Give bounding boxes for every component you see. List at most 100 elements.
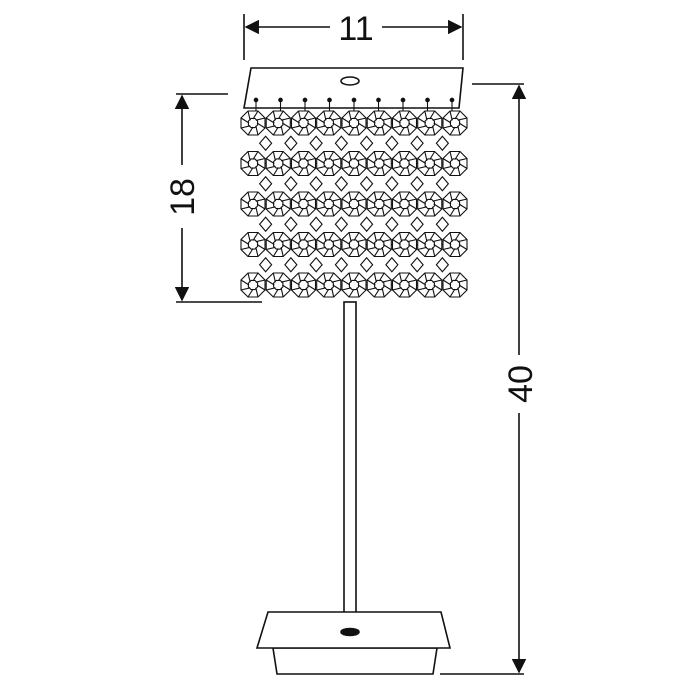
crystal-bead: [442, 272, 468, 298]
chain-link: [284, 256, 298, 273]
chain-link: [258, 216, 273, 233]
crystal-bead: [417, 272, 443, 298]
chain-link: [284, 175, 298, 192]
rod-bead: [302, 97, 308, 103]
base-lower-block: [272, 647, 438, 675]
crystal-bead: [265, 231, 291, 258]
chain-link: [309, 175, 323, 192]
rod-bead: [278, 97, 283, 103]
crystal-bead: [366, 150, 392, 177]
crystal-bead: [316, 110, 342, 136]
chain-link: [410, 216, 424, 233]
lamp-base: [255, 611, 452, 675]
crystal-bead: [316, 191, 342, 217]
chain-link: [309, 256, 323, 273]
chain-link: [410, 135, 424, 152]
chain-link: [435, 135, 450, 152]
chain-link: [359, 135, 374, 152]
crystal-bead: [417, 110, 443, 136]
lamp-top-plate: [243, 67, 464, 109]
chain-link: [359, 216, 374, 233]
crystal-bead: [366, 272, 392, 298]
chain-link: [435, 175, 450, 192]
chain-link: [385, 216, 399, 233]
rod-bead: [351, 97, 357, 103]
crystal-bead: [290, 191, 317, 217]
rod-bead: [376, 97, 381, 103]
rod-bead: [400, 97, 406, 103]
crystal-bead: [442, 150, 468, 177]
chain-link: [258, 135, 273, 152]
rod-bead: [253, 97, 259, 103]
shade-height-dimension: [174, 93, 262, 303]
crystal-bead: [265, 150, 291, 177]
top-plate-outline: [243, 67, 464, 109]
chain-link: [334, 216, 349, 233]
chain-link: [435, 256, 450, 273]
rod-bead: [327, 97, 332, 103]
crystal-bead: [240, 231, 266, 258]
crystal-bead: [417, 231, 443, 258]
total-height-label: 40: [502, 365, 540, 403]
crystal-bead: [417, 150, 443, 177]
crystal-bead: [290, 110, 317, 136]
chain-link: [258, 175, 273, 192]
chain-link: [334, 175, 349, 192]
rod-bead: [425, 97, 430, 103]
crystal-bead: [316, 231, 342, 258]
total-height-dimension: [440, 83, 527, 675]
chain-link: [309, 216, 323, 233]
crystal-bead: [442, 231, 468, 258]
shade-height-label: 18: [164, 178, 202, 216]
crystal-bead: [290, 231, 317, 258]
chain-link: [334, 135, 349, 152]
crystal-bead: [341, 272, 367, 298]
crystal-bead: [341, 150, 367, 177]
width-label: 11: [338, 10, 373, 48]
crystal-bead: [366, 191, 392, 217]
crystal-bead: [391, 191, 418, 217]
chain-link: [435, 216, 450, 233]
crystal-bead: [391, 150, 418, 177]
chain-link: [385, 256, 399, 273]
chain-link: [284, 216, 298, 233]
top-plate-knob: [340, 76, 360, 86]
chain-link: [359, 175, 374, 192]
crystal-bead: [417, 191, 443, 217]
chain-link: [334, 256, 349, 273]
crystal-bead: [341, 191, 367, 217]
crystal-bead: [240, 191, 266, 217]
crystal-bead: [265, 272, 291, 298]
crystal-shade: [240, 97, 468, 298]
crystal-bead: [265, 110, 291, 136]
crystal-bead: [240, 150, 266, 177]
chain-link: [359, 256, 374, 273]
crystal-bead: [442, 110, 468, 136]
crystal-bead: [442, 191, 468, 217]
crystal-bead: [316, 272, 342, 298]
crystal-bead: [341, 231, 367, 258]
stem-socket: [340, 627, 360, 637]
crystal-bead: [366, 110, 392, 136]
crystal-bead: [290, 150, 317, 177]
crystal-bead: [391, 272, 418, 298]
chain-link: [385, 135, 399, 152]
crystal-bead: [391, 110, 418, 136]
crystal-bead: [240, 272, 266, 298]
chain-link: [385, 175, 399, 192]
rod-bead: [449, 97, 455, 103]
crystal-bead: [265, 191, 291, 217]
width-dimension: [243, 14, 464, 60]
crystal-bead: [391, 231, 418, 258]
crystal-bead: [290, 272, 317, 298]
chain-link: [284, 135, 298, 152]
crystal-bead: [240, 110, 266, 136]
chain-link: [309, 135, 323, 152]
chain-link: [258, 256, 273, 273]
chain-link: [410, 256, 424, 273]
crystal-bead: [341, 110, 367, 136]
lamp-stem: [343, 301, 357, 633]
crystal-bead: [366, 231, 392, 258]
chain-link: [410, 175, 424, 192]
